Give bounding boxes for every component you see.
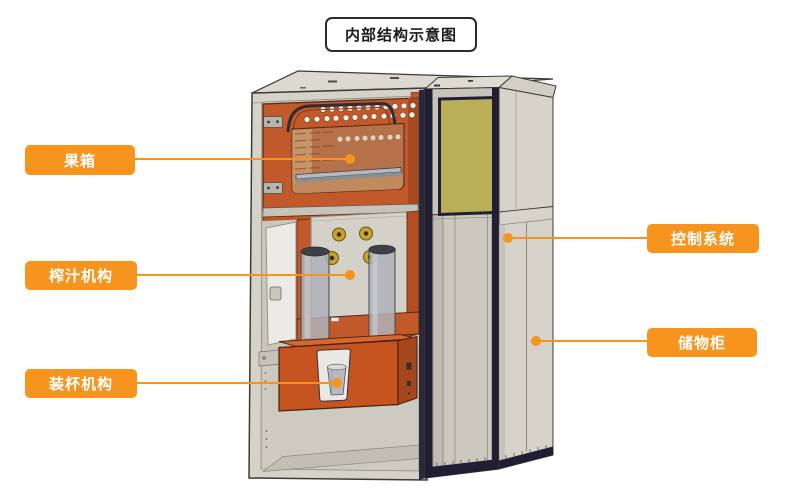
juicing-section	[262, 210, 420, 350]
cup-loading-section	[258, 333, 418, 412]
callout-dot-fruit-box	[345, 154, 355, 164]
side-door-panel	[265, 221, 297, 346]
leader-line-storage	[536, 340, 647, 342]
control-panel-yellow	[438, 95, 497, 217]
handle-curve	[286, 101, 397, 133]
leader-line-fruit-box	[135, 158, 350, 160]
control-cabinet-door	[442, 212, 493, 467]
leader-line-cup	[137, 382, 337, 384]
label-juicing-mechanism: 榨汁机构	[25, 261, 137, 290]
leader-line-juicing	[137, 274, 350, 276]
leader-line-control	[508, 237, 647, 239]
label-fruit-box: 果箱	[25, 145, 135, 175]
callout-dot-control	[503, 233, 513, 243]
fruit-box-section	[262, 97, 419, 212]
label-cup-loading-mechanism: 装杯机构	[25, 369, 137, 398]
callout-dot-juicing	[345, 270, 355, 280]
callout-dot-cup	[332, 378, 342, 388]
label-control-system: 控制系统	[647, 224, 759, 253]
door-latch	[269, 286, 282, 301]
right-column	[423, 75, 557, 479]
callout-dot-storage	[531, 336, 541, 346]
label-storage-cabinet: 储物柜	[647, 328, 757, 357]
hinge-icon	[263, 116, 283, 194]
page-title: 内部结构示意图	[325, 17, 477, 52]
